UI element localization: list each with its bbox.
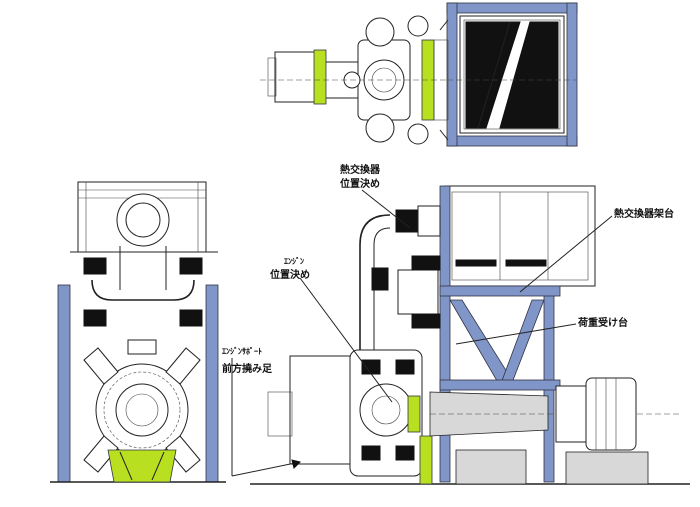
side-generator-coupling [555,385,587,443]
plan-cylinder-1 [365,17,395,47]
plan-frame-bottom [446,135,578,147]
side-engine-part-4 [395,445,415,461]
plan-flywheel-cap [267,57,277,97]
plan-cylinder-3 [407,15,429,37]
front-cylinder-lr [165,435,201,473]
label-load-stand: 荷重受け台 [577,316,628,329]
label-engine-positioning-line1: ｴﾝｼﾞﾝ [284,256,304,266]
side-hx-mount-top [411,255,441,271]
front-post-left [57,284,71,483]
front-block-2 [179,257,203,275]
label-front-legs: 前方撓み足 [222,362,273,375]
label-hx-stand: 熱交換器架台 [614,207,674,220]
front-engine-hub-inner [125,393,159,427]
side-engine-part-2 [361,445,381,461]
side-exchanger-housing [444,185,596,287]
side-load-base [455,449,527,485]
side-engine-crank-inner [371,395,401,425]
front-engine-hub [115,383,169,437]
front-block-1 [83,257,107,275]
label-engine-support: ｴﾝｼﾞﾝｻﾎﾟｰﾄ [222,346,262,356]
side-stand-top-beam [439,285,561,297]
leader-hx-stand [519,215,613,293]
plan-engine-support-front [313,49,327,105]
front-risers [119,246,167,290]
side-exchanger-rail-2 [505,259,547,267]
plan-frame-top [446,2,578,14]
side-engine-crank [359,383,413,437]
plan-frame-right [566,2,578,147]
label-engine-positioning-line2: 位置決め [270,268,310,281]
leader-support-arrowhead [291,459,301,469]
plan-exchanger-core-right [499,21,559,129]
front-post-right [205,284,219,483]
front-block-4 [179,309,203,327]
side-hx-flange [395,209,419,233]
front-duct-inner [125,202,161,238]
side-hx-connector [417,205,441,237]
plan-cylinder-2 [365,113,395,143]
plan-diagonal [477,21,511,129]
side-pipe-inner [373,227,391,350]
front-view [50,181,226,483]
side-stand-brace-right [499,299,545,389]
side-flywheel-housing [289,355,351,465]
leader-support-foot [231,461,301,477]
side-flywheel-cap [267,391,293,437]
plan-exchanger-core-left [465,21,521,129]
front-support-brace-1 [119,451,133,481]
front-engine-support [107,449,177,483]
front-neck [127,339,157,355]
label-hx-positioning-line2: 位置決め [340,177,380,190]
plan-frame-left [446,2,458,147]
front-cylinder-ll [83,435,119,473]
side-hx-lower-box [397,269,439,315]
side-generator-base [565,451,649,485]
side-engine-support-leg [419,435,433,485]
front-cylinder-ul [83,347,119,385]
side-generator-body [585,377,637,451]
labels: 熱交換器 位置決め 熱交換器架台 ｴﾝｼﾞﾝ 位置決め 荷重受け台 ｴﾝｼﾞﾝｻ… [222,163,674,375]
leader-hx-position [361,189,411,229]
plan-exchanger-inner [463,19,561,130]
front-engine-fins [103,371,181,449]
plan-view [260,2,578,147]
side-engine-part-3 [395,359,415,375]
side-engine-part-1 [361,359,381,375]
plan-cylinder-4 [407,123,429,145]
label-hx-positioning-line1: 熱交換器 [340,163,381,176]
side-view [250,185,690,485]
side-exchanger-rail-1 [455,259,497,267]
leader-lines [231,189,613,477]
side-pipe-clamp [371,267,389,291]
side-stand-post-left [439,185,451,483]
side-pipe-outer [359,214,391,350]
side-stand-mid-beam [439,379,561,391]
front-manifold [91,279,195,301]
side-hx-mount-bottom [411,313,441,329]
plan-pipe-a [439,19,449,31]
plan-pipe-b [439,129,449,141]
plan-flywheel-housing [274,51,316,103]
side-engine-support-rear [407,395,421,433]
leader-load-stand [455,323,577,345]
front-cylinder-ur [165,347,201,385]
front-block-3 [83,309,107,327]
front-support-brace-2 [151,451,165,481]
leader-engine-position [299,277,393,403]
